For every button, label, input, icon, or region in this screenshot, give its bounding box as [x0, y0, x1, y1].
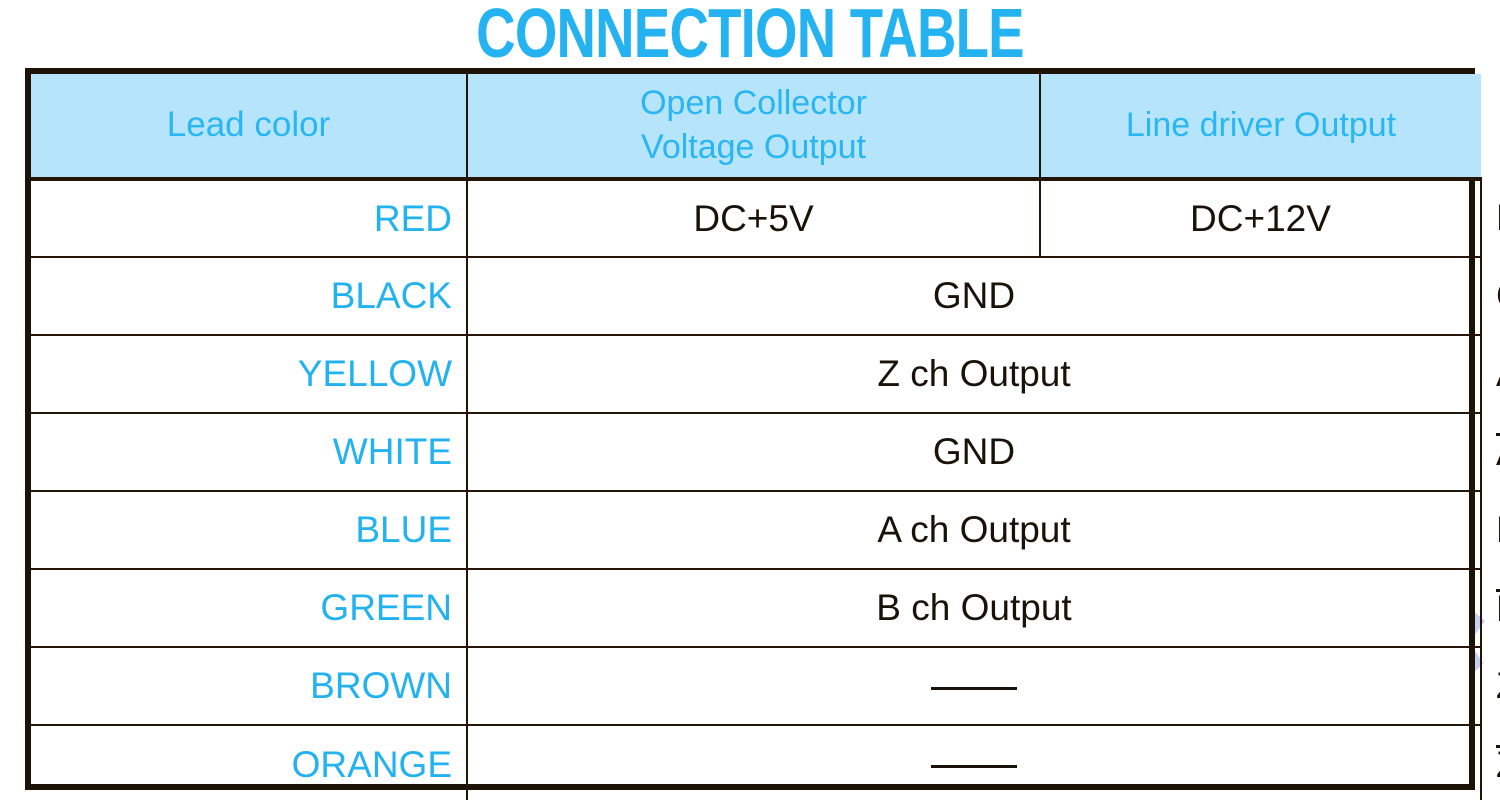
connection-table: Lead color Open Collector Voltage Output… — [25, 68, 1500, 800]
not-applicable-dash — [931, 686, 1017, 690]
table-row: ORANGEZ ch Output — [31, 724, 1500, 800]
open-collector-cell: GND — [466, 412, 1482, 492]
overline-symbol: A — [1496, 431, 1500, 474]
connection-table-grid: Lead color Open Collector Voltage Output… — [31, 74, 1500, 800]
lead-color-cell: RED — [31, 178, 468, 258]
lead-color-cell: ORANGE — [31, 724, 468, 800]
open-collector-cell: GND — [466, 256, 1482, 336]
column-header-line-driver: Line driver Output — [1039, 74, 1481, 181]
lead-color-cell: WHITE — [31, 412, 468, 492]
open-collector-cell: B ch Output — [466, 568, 1482, 648]
open-collector-cell: A ch Output — [466, 490, 1482, 570]
open-collector-cell-5v: DC+5V — [466, 178, 1041, 258]
header-row: Lead color Open Collector Voltage Output… — [31, 74, 1481, 181]
overline-symbol: B — [1496, 587, 1500, 630]
open-collector-cell-12v: DC+12V — [1039, 178, 1482, 258]
lead-color-cell: BLACK — [31, 256, 468, 336]
column-header-lead-color: Lead color — [31, 74, 468, 181]
lead-color-cell: BLUE — [31, 490, 468, 570]
open-collector-header-line1: Open Collector — [640, 83, 867, 122]
lead-color-cell: GREEN — [31, 568, 468, 648]
open-collector-cell: Z ch Output — [466, 334, 1482, 414]
lead-color-header-text: Lead color — [166, 105, 331, 145]
open-collector-header-line2: Voltage Output — [641, 127, 866, 166]
lead-color-cell: BROWN — [31, 646, 468, 726]
open-collector-cell — [466, 646, 1482, 726]
not-applicable-dash — [931, 765, 1017, 769]
lead-color-cell: YELLOW — [31, 334, 468, 414]
table-row: BLACKGNDGND — [31, 256, 1500, 336]
table-row: WHITEGNDA ch Output — [31, 412, 1500, 492]
page-title: CONNECTION TABLE — [476, 0, 1024, 72]
overline-symbol: Z — [1496, 743, 1500, 786]
table-header: Lead color Open Collector Voltage Output… — [31, 74, 1481, 181]
line-driver-header-text: Line driver Output — [1125, 105, 1397, 144]
table-row: BROWNZ ch Output — [31, 646, 1500, 726]
column-header-open-collector: Open Collector Voltage Output — [466, 74, 1041, 181]
open-collector-cell — [466, 724, 1482, 800]
